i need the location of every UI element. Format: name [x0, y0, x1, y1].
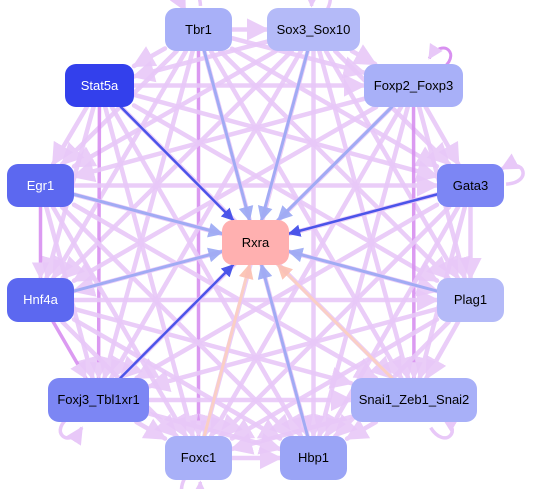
edge-gata3-to-rxra: [287, 193, 439, 237]
edge-hbp1-to-rxra: [257, 263, 310, 438]
mesh-edge-hnf4a-snai1: [71, 306, 354, 389]
mesh-edge-tbr1-snai1: [208, 48, 404, 381]
node-label-plag1: Plag1: [454, 292, 487, 307]
node-hbp1[interactable]: Hbp1: [280, 436, 347, 480]
edge-snai1-to-rxra: [276, 263, 394, 380]
edge-foxj3-to-rxra: [119, 263, 235, 380]
node-label-foxc1: Foxc1: [181, 450, 216, 465]
edge-tbr1-to-rxra: [202, 49, 254, 222]
node-egr1[interactable]: Egr1: [7, 164, 74, 207]
node-label-tbr1: Tbr1: [185, 22, 212, 37]
node-sox3-sox10[interactable]: Sox3_Sox10: [267, 8, 360, 51]
mesh-edge-foxp2-foxc1: [208, 104, 404, 439]
edge-egr1-to-rxra: [72, 192, 224, 238]
mesh-edge-gata3-foxj3: [134, 202, 440, 381]
node-tbr1[interactable]: Tbr1: [165, 8, 232, 51]
mesh-edge-stat5a-hbp1: [109, 104, 304, 439]
mesh-edge-hnf4a-foxj3: [51, 320, 88, 380]
node-foxj3-tbl1xr1[interactable]: Foxj3_Tbl1xr1: [48, 378, 149, 422]
node-foxp2-foxp3[interactable]: Foxp2_Foxp3: [364, 64, 463, 107]
self-loop-tbr1: [169, 0, 203, 12]
mesh-edge-egr1-snai1: [71, 202, 378, 381]
node-label-gata3: Gata3: [453, 178, 488, 193]
mesh-edge-sox3-egr1: [71, 48, 279, 169]
mesh-edge-stat5a-plag1: [131, 103, 440, 283]
mesh-edge-snai1-hbp1: [344, 418, 379, 441]
background-edge-mesh: [31, 18, 482, 470]
node-label-hnf4a: Hnf4a: [23, 292, 58, 307]
node-label-sox3-sox10: Sox3_Sox10: [277, 22, 351, 37]
node-plag1[interactable]: Plag1: [437, 278, 504, 322]
self-loop-sox3: [303, 0, 332, 11]
mesh-edge-plag1-foxj3: [146, 306, 440, 393]
node-label-rxra: Rxra: [242, 235, 270, 250]
node-gata3[interactable]: Gata3: [437, 164, 504, 207]
node-rxra[interactable]: Rxra: [222, 220, 289, 265]
edge-plag1-to-rxra: [287, 247, 439, 293]
mesh-edge-sox3-foxp2: [349, 44, 378, 67]
mesh-edge-foxp2-egr1: [71, 96, 367, 183]
node-stat5a[interactable]: Stat5a: [65, 64, 134, 107]
self-loop-foxc1: [179, 477, 209, 489]
node-foxc1[interactable]: Foxc1: [165, 436, 232, 480]
mesh-edge-foxp2-hnf4a: [71, 104, 379, 283]
self-loop-gata3: [500, 153, 525, 186]
node-snai1-zeb1-snai2[interactable]: Snai1_Zeb1_Snai2: [351, 378, 477, 422]
node-label-egr1: Egr1: [27, 178, 54, 193]
edges-to-rxra: [72, 49, 439, 438]
edge-sox3-to-rxra: [257, 49, 310, 222]
mesh-edge-tbr1-stat5a: [131, 46, 168, 69]
node-hnf4a[interactable]: Hnf4a: [7, 278, 74, 322]
node-label-foxp2-foxp3: Foxp2_Foxp3: [374, 78, 454, 93]
mesh-edge-snai1-foxc1: [229, 414, 354, 455]
node-label-hbp1: Hbp1: [298, 450, 329, 465]
mesh-edge-sox3-stat5a: [131, 39, 270, 83]
edge-foxc1-to-rxra: [202, 263, 254, 438]
mesh-edge-sox3-foxj3: [109, 48, 304, 381]
mesh-edge-foxp2-gata3: [423, 104, 461, 167]
node-label-stat5a: Stat5a: [81, 78, 119, 93]
edge-foxp2-to-rxra: [276, 105, 394, 222]
mesh-edge-plag1-snai1: [424, 319, 461, 381]
mesh-edge-plag1-foxc1: [229, 317, 440, 441]
node-label-snai1-zeb1-snai2: Snai1_Zeb1_Snai2: [359, 392, 470, 407]
edge-stat5a-to-rxra: [119, 105, 235, 222]
node-label-foxj3-tbl1xr1: Foxj3_Tbl1xr1: [57, 392, 139, 407]
mesh-edge-stat5a-egr1: [50, 104, 90, 167]
mesh-edge-foxj3-foxc1: [134, 418, 168, 441]
edge-hnf4a-to-rxra: [72, 247, 224, 293]
